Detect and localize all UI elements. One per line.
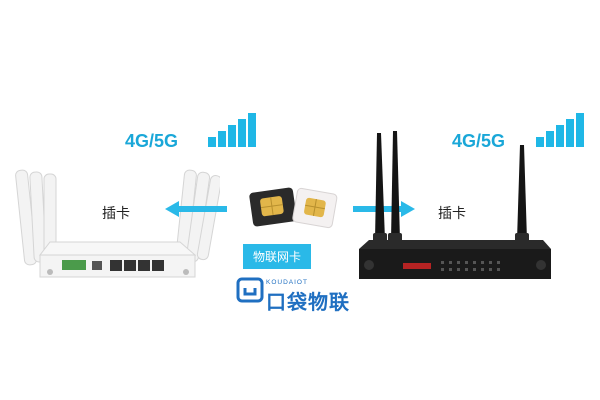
right-network-label: 4G/5G	[452, 131, 506, 151]
right-router-image	[355, 125, 560, 287]
left-signal-bars-icon	[208, 113, 256, 147]
sim-card-icon	[243, 185, 343, 230]
left-router-image	[10, 160, 222, 280]
right-insert-label: 插卡	[438, 206, 466, 222]
iot-card-tag: 物联网卡	[243, 244, 312, 269]
left-insert-label: 插卡	[102, 206, 130, 222]
brand-en-label: KOUDAIOT	[266, 279, 308, 286]
arrow-left-icon	[165, 201, 227, 221]
brand-logo-icon	[236, 276, 264, 304]
right-signal-bars-icon	[536, 113, 584, 147]
left-network-label: 4G/5G	[125, 131, 179, 151]
brand-cn-label: 口袋物联	[266, 290, 350, 314]
